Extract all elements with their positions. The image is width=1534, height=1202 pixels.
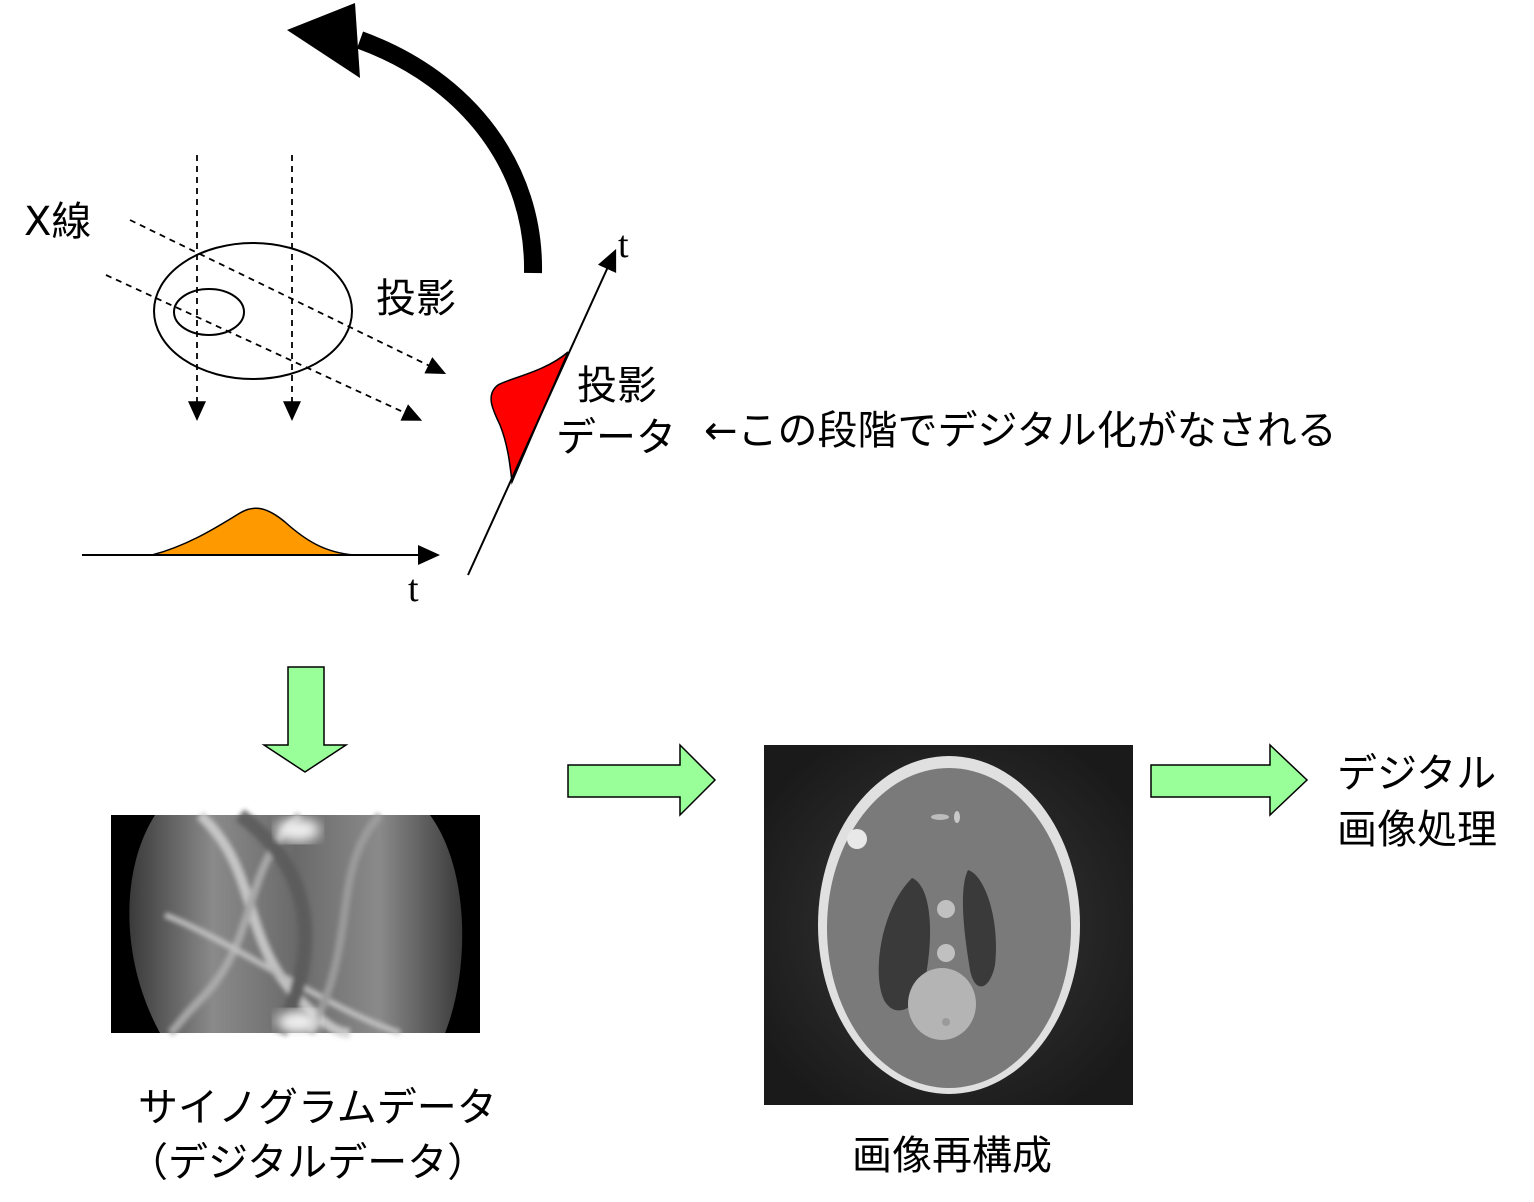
xray-diagonal-2	[105, 274, 423, 421]
xray-diagonal-1	[129, 219, 447, 374]
object-inner-ellipse	[173, 288, 245, 336]
sinogram-label-line1: サイノグラムデータ	[138, 1085, 497, 1131]
orange-projection-profile	[151, 507, 356, 556]
red-projection-profile	[490, 351, 569, 485]
digital-processing-label-line1: デジタル	[1337, 751, 1497, 797]
rotation-arrow-icon	[287, 3, 543, 274]
xray-label: X線	[24, 199, 92, 245]
t-axis-bottom-label: t	[408, 568, 419, 610]
sinogram-image	[111, 809, 480, 1038]
t-axis-diagonal	[467, 248, 617, 576]
reconstruction-label: 画像再構成	[852, 1133, 1052, 1179]
sinogram-label-line2: （デジタルデータ）	[128, 1140, 488, 1186]
digital-processing-label-line2: 画像処理	[1337, 807, 1497, 853]
projection-data-label-line2: データ	[556, 415, 676, 461]
right-arrow-icon	[567, 743, 717, 817]
projection-label: 投影	[376, 276, 456, 322]
down-arrow-icon	[261, 666, 349, 773]
reconstructed-phantom-image	[764, 745, 1133, 1105]
right-arrow-icon	[1150, 743, 1309, 817]
object-outer-ellipse	[153, 242, 353, 380]
t-axis-diagonal-label: t	[618, 224, 629, 266]
projection-data-label-line1: 投影	[577, 363, 657, 409]
digitize-note: ←この段階でデジタル化がなされる	[704, 408, 1337, 454]
